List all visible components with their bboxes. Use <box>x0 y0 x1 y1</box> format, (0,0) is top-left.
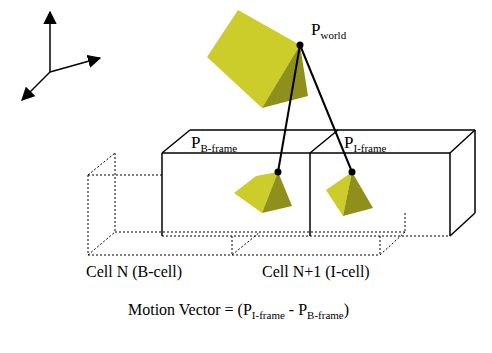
label-text: - P <box>289 301 307 318</box>
cell-outlines-dotted <box>88 153 450 255</box>
label-text: P <box>344 133 353 152</box>
label-text: Motion Vector = (P <box>128 301 252 318</box>
cell-name: Cell N+1 (I-cell) <box>262 262 370 281</box>
i-frame-object <box>326 172 373 216</box>
subscript-text: world <box>320 29 346 41</box>
world-object <box>207 10 308 108</box>
subscript-text: B-frame <box>200 142 237 154</box>
cell-label-box: Cell N (B-cell) <box>86 262 182 281</box>
point-label: PB-frame <box>191 133 237 153</box>
subscript-text: B-frame <box>307 309 344 321</box>
cell-outlines <box>162 130 475 236</box>
cell-label-box: Cell N+1 (I-cell) <box>262 262 370 281</box>
subscript-text: I-frame <box>252 309 285 321</box>
point-label: Pworld <box>311 20 346 40</box>
point-dots <box>275 42 356 176</box>
point-label: PI-frame <box>344 133 386 153</box>
formula-label: Motion Vector = (PI-frame - PB-frame) <box>128 300 349 319</box>
subscript-text: I-frame <box>353 142 386 154</box>
label-text: ) <box>344 301 349 318</box>
label-text: P <box>191 133 200 152</box>
label-text: P <box>311 20 320 39</box>
axis-triad <box>22 12 100 100</box>
projection-lines <box>278 45 352 172</box>
cell-name: Cell N (B-cell) <box>86 262 182 281</box>
b-frame-object <box>234 172 292 213</box>
